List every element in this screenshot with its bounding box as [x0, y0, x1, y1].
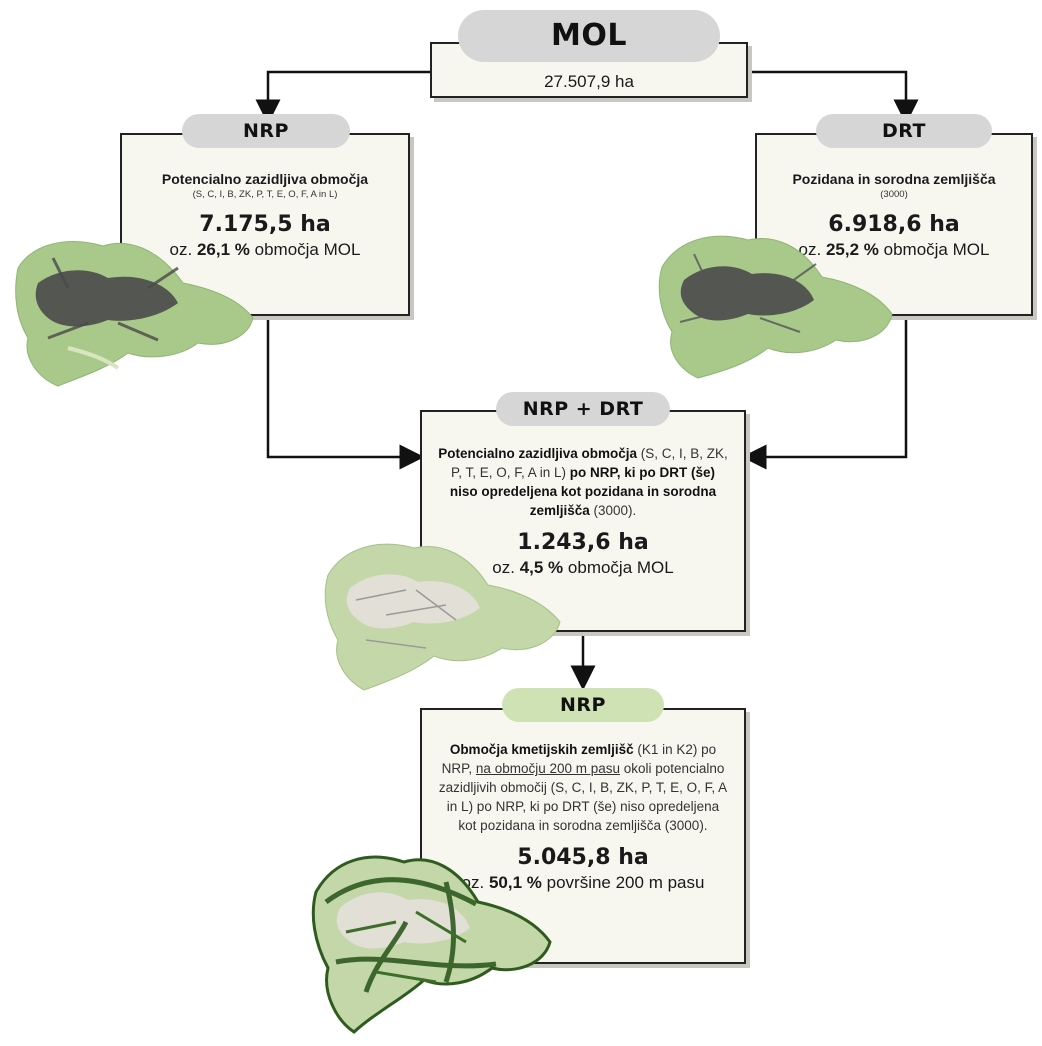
agri-share: oz. 50,1 % površine 200 m pasu	[461, 873, 705, 892]
mol-pill: MOL	[458, 10, 720, 62]
arrow-nrp-to-combined	[266, 316, 425, 470]
drt-map-image	[650, 222, 898, 384]
agri-pill: NRP	[502, 688, 664, 722]
drt-codes: (3000)	[880, 189, 908, 200]
mol-area: 27.507,9 ha	[544, 72, 634, 91]
drt-share: oz. 25,2 % območja MOL	[798, 240, 990, 259]
nrp-codes: (S, C, I, B, ZK, P, T, E, O, F, A in L)	[192, 189, 338, 200]
arrow-drt-to-combined	[741, 316, 908, 470]
agri-map-image	[306, 842, 556, 1042]
combined-map-image	[316, 530, 566, 695]
drt-title: Pozidana in sorodna zemljišča	[792, 171, 996, 187]
agri-hectares: 5.045,8 ha	[517, 845, 649, 870]
combined-box: Potencialno zazidljiva območja (S, C, I,…	[420, 410, 746, 632]
nrp-map-image	[8, 228, 258, 390]
combined-hectares: 1.243,6 ha	[517, 530, 649, 555]
agri-description: Območja kmetijskih zemljišč (K1 in K2) p…	[438, 742, 728, 833]
nrp-title: Potencialno zazidljiva območja	[161, 171, 369, 187]
combined-share: oz. 4,5 % območja MOL	[492, 558, 674, 577]
arrow-mol-to-nrp	[255, 70, 430, 125]
combined-description: Potencialno zazidljiva območja (S, C, I,…	[438, 446, 728, 518]
combined-pill: NRP + DRT	[496, 392, 670, 426]
drt-pill: DRT	[816, 114, 992, 148]
arrow-mol-to-drt	[748, 70, 919, 125]
nrp-hectares: 7.175,5 ha	[199, 212, 331, 237]
nrp-share: oz. 26,1 % območja MOL	[169, 240, 361, 259]
nrp-pill: NRP	[182, 114, 350, 148]
drt-hectares: 6.918,6 ha	[828, 212, 960, 237]
